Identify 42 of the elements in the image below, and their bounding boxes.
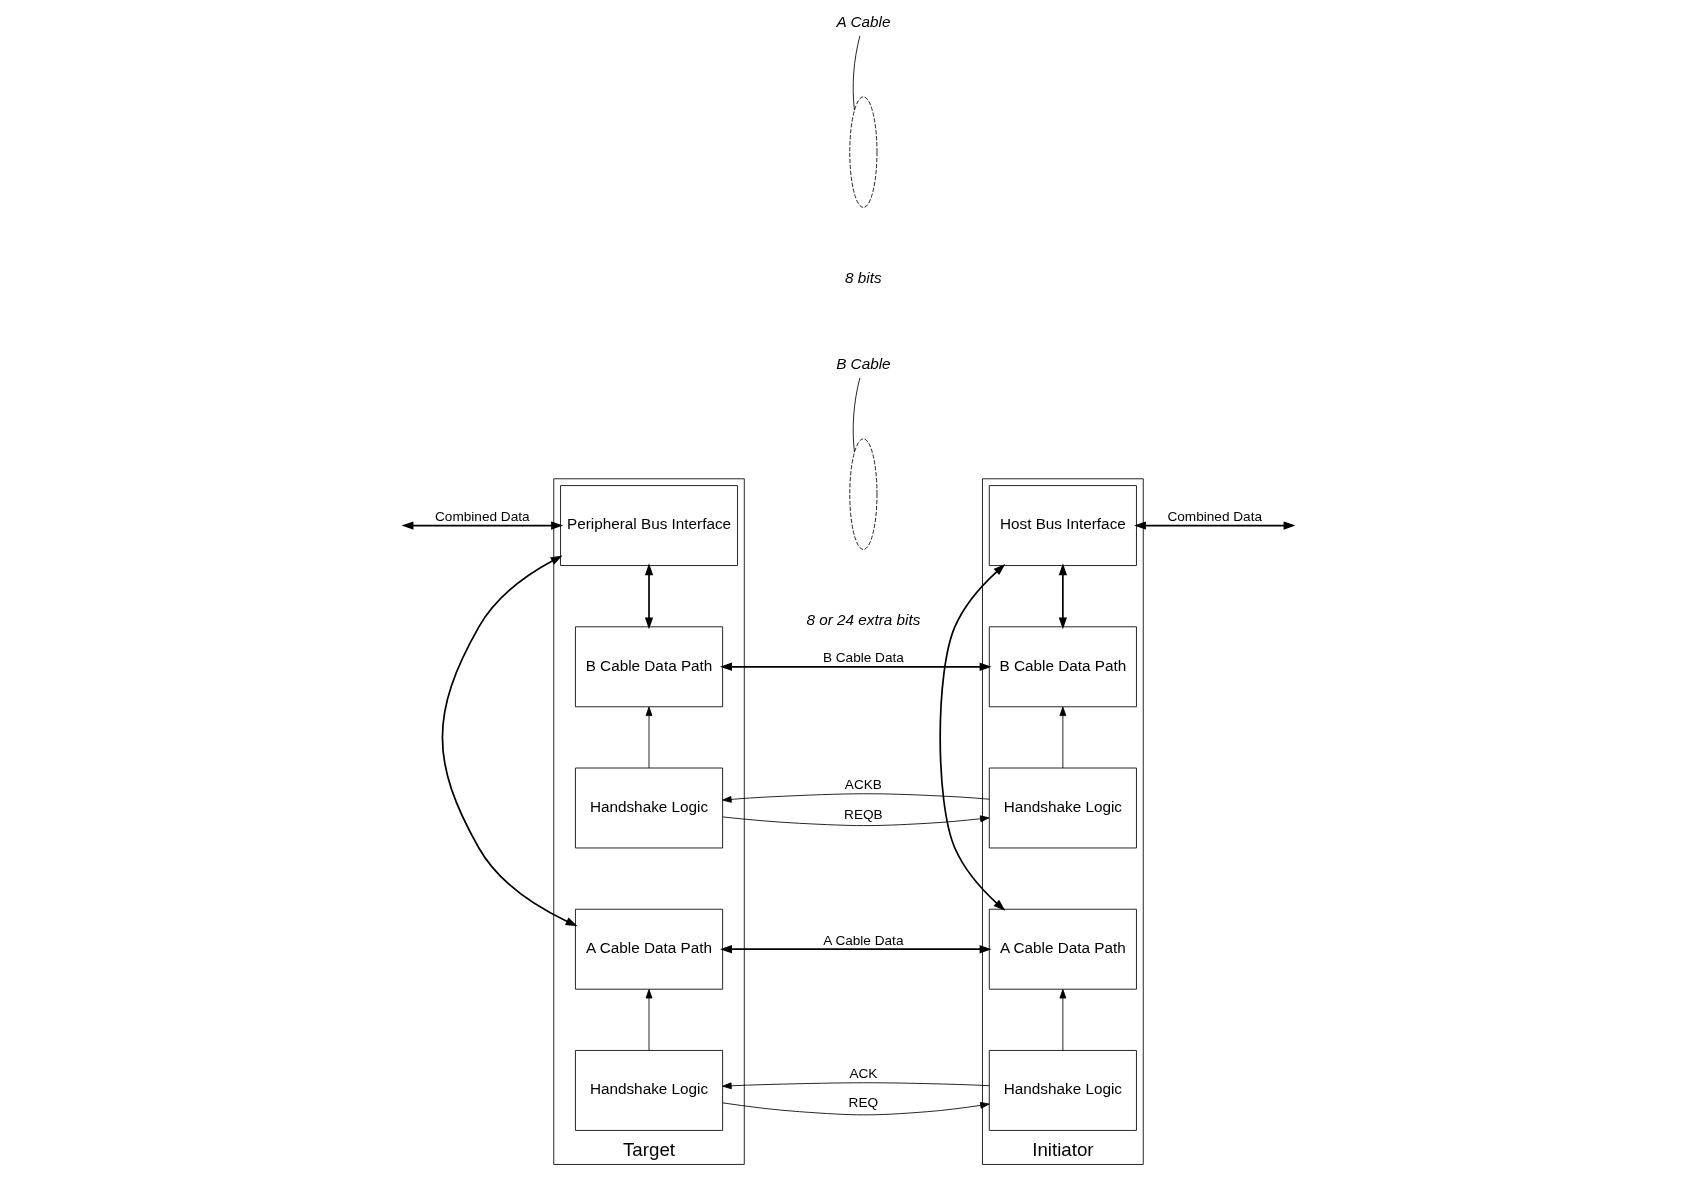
label: 8 bits [844,269,882,287]
arrow [645,989,652,1051]
node-box: Host Bus Interface [988,485,1137,566]
connector [852,377,860,453]
node-text: B Cable [835,354,891,372]
edge-label: B Cable Data [822,650,904,666]
arrow [441,555,578,927]
arrow [1058,563,1067,630]
edge-label: Combined Data [434,509,530,525]
arrow [721,1082,990,1090]
edge-label: Combined Data [1166,509,1262,525]
edge-label: REQ [848,1095,878,1111]
label: 8 or 24 extra bits [805,611,920,629]
arrow [721,1102,990,1116]
node-ellipse [848,96,877,208]
edge-label: A Cable Data [822,932,903,948]
node-box: Handshake Logic [988,767,1137,849]
arrow [938,564,1005,911]
node-box: B Cable Data Path [988,626,1137,708]
node-box: Handshake Logic [574,1050,723,1131]
arrow [719,662,992,671]
node-text: A Cable [836,12,890,30]
edge-label: ACKB [844,777,882,793]
arrow [1058,706,1066,769]
node-box: A Cable Data Path [574,908,723,990]
arrow [721,793,990,803]
arrow [401,521,563,530]
arrow [719,945,992,954]
arrow [721,815,989,827]
connector [852,35,860,111]
node-box: B Cable Data Path [574,626,723,708]
node-box: Handshake Logic [574,767,723,849]
arrow [645,706,652,769]
arrow [1058,989,1066,1051]
edge-label: REQB [843,806,883,822]
node-box: Peripheral Bus Interface [559,485,738,566]
node-box: Handshake Logic [988,1050,1137,1131]
arrow [644,563,653,630]
arrow [1133,521,1295,530]
node-box: A Cable Data Path [988,908,1137,990]
node-ellipse [848,438,877,550]
edge-label: ACK [848,1065,877,1081]
